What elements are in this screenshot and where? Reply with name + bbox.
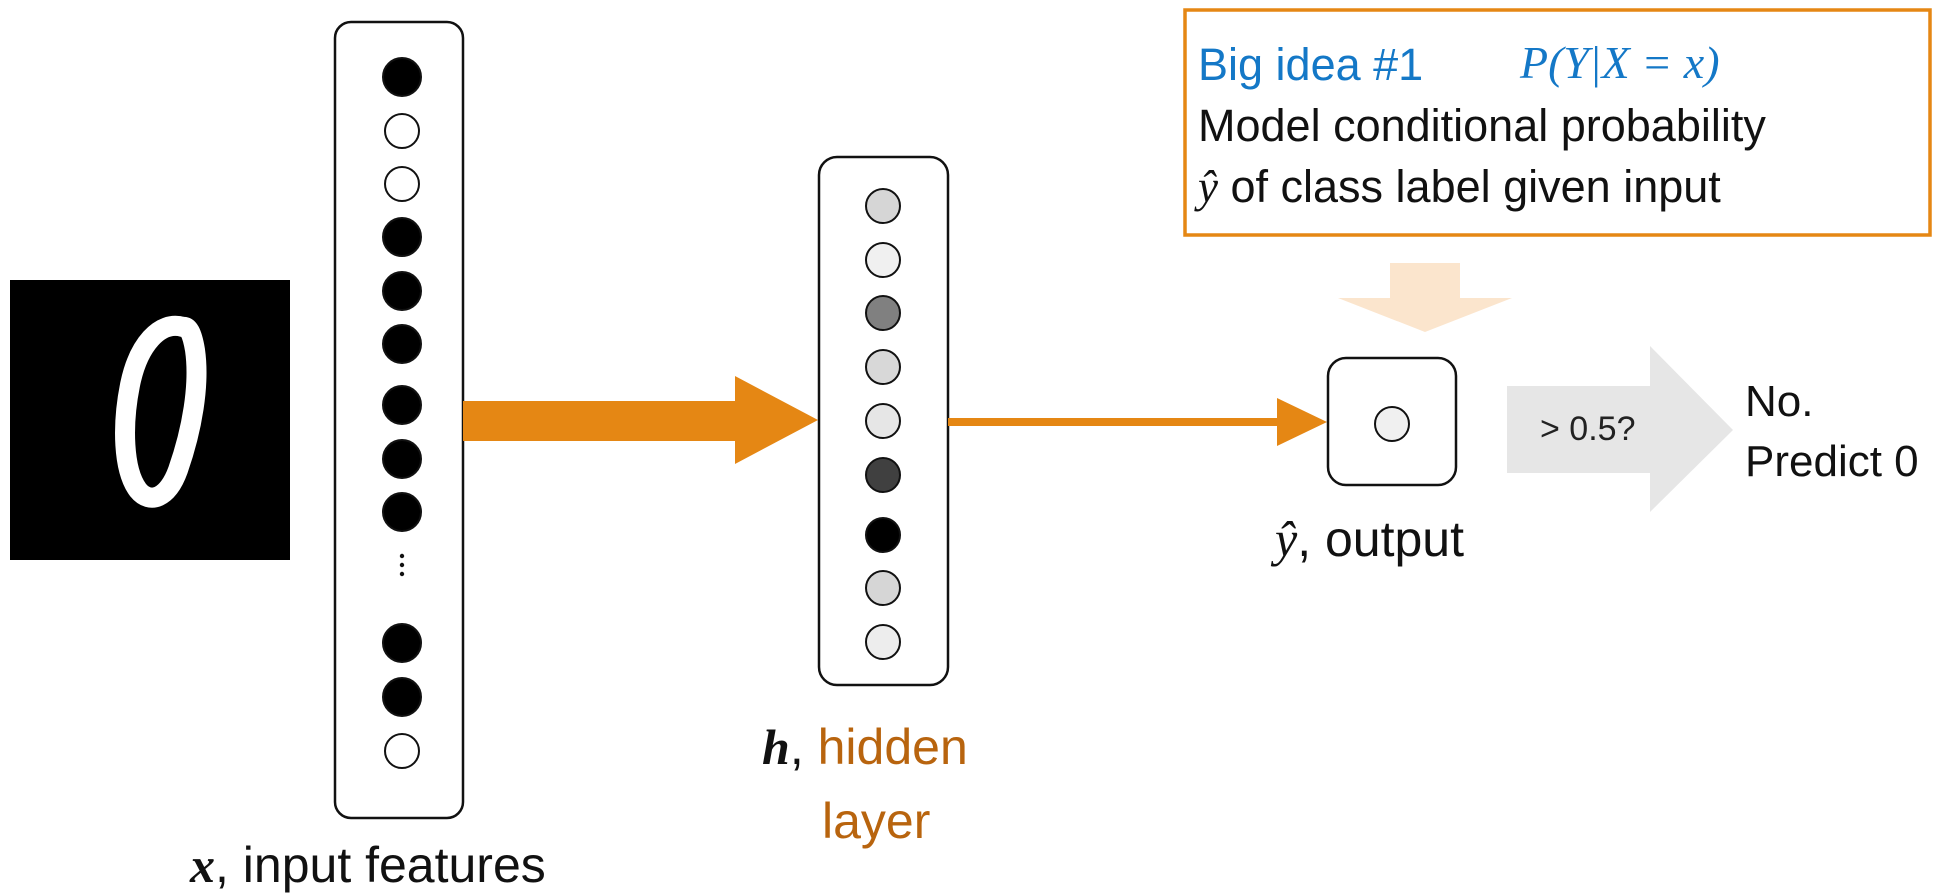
prediction-line1: No. [1745,377,1814,426]
hidden-to-output-head [1277,398,1327,446]
input-to-hidden-arrow [463,376,818,464]
hidden-var: h [762,719,790,775]
hidden-node [865,457,901,493]
input-caption-text: , input features [215,837,546,893]
input-node [382,492,422,532]
hidden-node [865,295,901,331]
output-node [1374,406,1410,442]
output-caption-text: , output [1297,511,1464,567]
big-idea-line1: Model conditional probability [1198,100,1766,151]
input-node [382,623,422,663]
input-node [382,439,422,479]
input-node [382,217,422,257]
hidden-node [865,188,901,224]
output-caption: ŷ, output [1275,514,1464,564]
threshold-arrow [1507,346,1733,512]
digit-image [10,280,290,560]
input-node [384,733,420,769]
hidden-caption-line2: layer [822,793,931,849]
output-var: ŷ [1275,511,1298,567]
hidden-node [865,570,901,606]
big-idea-line2: ŷ of class label given input [1198,164,1721,210]
input-node [382,324,422,364]
hidden-caption-line1: h, hidden [762,722,968,772]
digit-zero-stroke [115,315,207,508]
hidden-word1: hidden [817,719,968,775]
input-node [382,271,422,311]
prediction-line2: Predict 0 [1745,437,1919,486]
input-node [382,677,422,717]
input-caption: x, input features [190,840,546,890]
input-var: x [190,837,215,893]
big-idea-title: Big idea #1 [1198,39,1424,90]
hidden-caption-comma: , [789,719,804,775]
input-node [384,113,420,149]
hidden-to-output-shaft [948,418,1280,426]
big-idea-box [1183,8,1932,237]
big-idea-yhat: ŷ [1198,162,1218,212]
input-node [382,385,422,425]
input-nodes [382,57,422,769]
big-idea-line2-text: of class label given input [1217,161,1721,212]
big-idea-to-output-arrow [1338,263,1512,332]
hidden-node [865,517,901,553]
hidden-nodes [865,188,901,660]
hidden-node [865,403,901,439]
big-idea-formula: P(Y|X = x) [1520,37,1720,88]
input-ellipsis-dot [399,571,405,577]
hidden-node [865,349,901,385]
hidden-node [865,242,901,278]
threshold-label: > 0.5? [1540,410,1636,448]
input-ellipsis-dot [399,562,405,568]
input-node [382,57,422,97]
input-node [384,166,420,202]
input-ellipsis-dot [399,553,405,559]
digit-image-background [10,280,290,560]
hidden-node [865,624,901,660]
